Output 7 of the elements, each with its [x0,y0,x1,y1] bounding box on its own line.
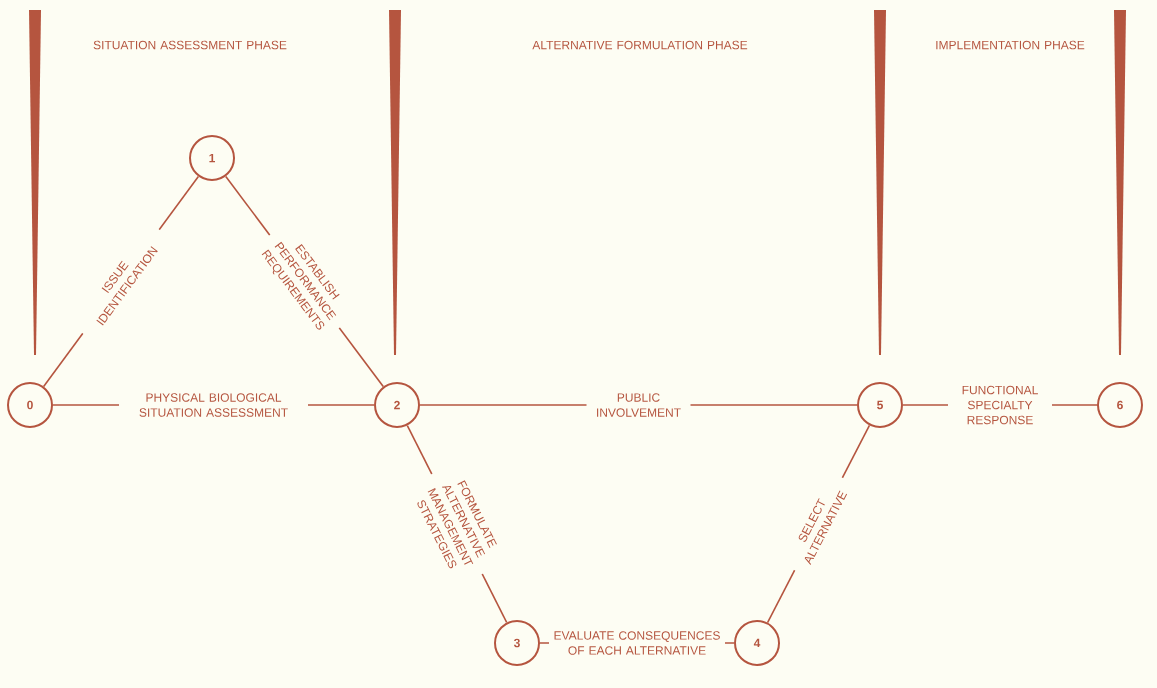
phase-title: IMPLEMENTATION PHASE [936,40,1085,50]
phase-title: SITUATION ASSESSMENT PHASE [93,40,287,50]
edge-label: PUBLIC INVOLVEMENT [586,391,691,419]
phase-title: ALTERNATIVE FORMULATION PHASE [532,40,748,50]
edge-label: PHYSICAL BIOLOGICAL SITUATION ASSESSMENT [119,391,308,419]
edge-label: FUNCTIONAL SPECIALTY RESPONSE [948,383,1052,427]
edge-label: EVALUATE CONSEQUENCES OF EACH ALTERNATIVE [549,629,725,657]
